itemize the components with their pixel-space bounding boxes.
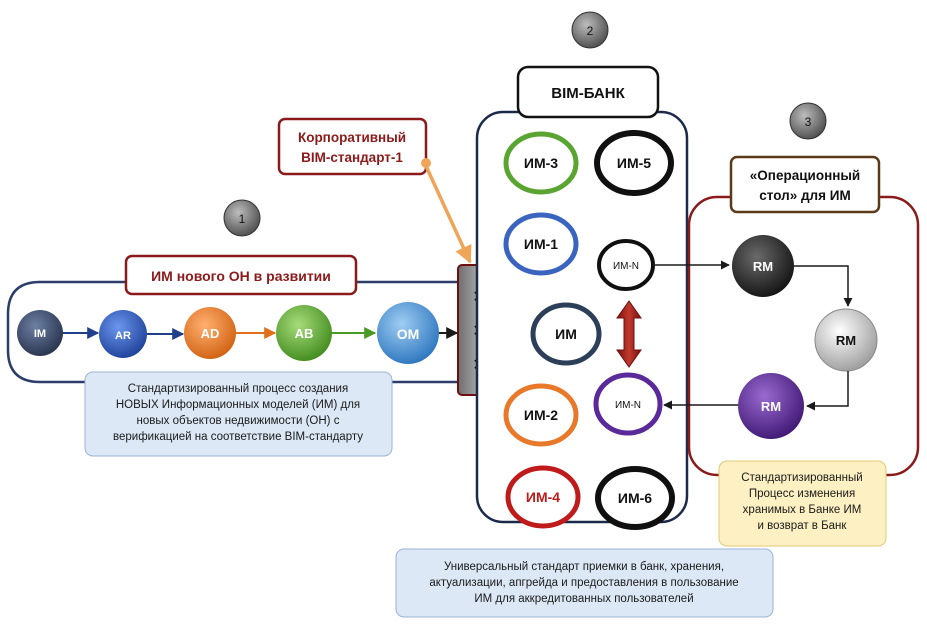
rm-arrow-2 xyxy=(806,371,849,411)
corporate-standard-arrow xyxy=(424,165,472,264)
model-ring-im4 xyxy=(505,465,581,529)
model-ring-im6-label: ИМ-6 xyxy=(618,490,652,506)
process-caption-line-3: новых объектов недвижимости (ОН) с xyxy=(137,415,340,427)
badge-2-label: 2 xyxy=(587,24,594,38)
operational-desk-frame xyxy=(687,195,920,477)
process-node-ar xyxy=(99,310,147,358)
process-caption-line-1: Стандартизированный процесс создания xyxy=(128,383,348,395)
badge-1 xyxy=(223,199,261,237)
bank-double-arrow xyxy=(616,300,642,368)
desk-caption-line-1: Стандартизированный xyxy=(741,472,862,484)
badge-3-label: 3 xyxy=(805,115,812,129)
rm-node-dark-label: RM xyxy=(753,259,773,274)
model-ring-im1 xyxy=(503,212,579,276)
process-title: ИМ нового ОН в развитии xyxy=(151,268,331,284)
model-ring-im6 xyxy=(595,466,675,530)
rm-arrow-1 xyxy=(794,265,853,307)
bim-bank-title: BIM-БАНК xyxy=(551,85,625,102)
desk-caption-line-4: и возврат в Банк xyxy=(758,520,848,532)
bank-caption-box xyxy=(395,548,774,618)
desk-caption-line-3: хранимых в Банке ИМ xyxy=(743,504,862,516)
model-ring-im3-label: ИМ-3 xyxy=(524,155,558,171)
process-node-ad xyxy=(184,307,236,359)
rm-node-dark xyxy=(732,235,794,297)
badge-1-label: 1 xyxy=(239,212,246,226)
process-caption-line-4: верификацией на соответствие BIM-стандар… xyxy=(113,431,363,443)
rm-node-purple-label: RM xyxy=(761,399,781,414)
model-ring-im3 xyxy=(503,131,579,195)
model-ring-im xyxy=(530,302,602,366)
rm-node-silver-label: RM xyxy=(836,333,856,348)
badge-2 xyxy=(571,11,609,49)
process-caption-line-2: НОВЫХ Информационных моделей (ИМ) для xyxy=(116,399,360,411)
process-node-im-label: IM xyxy=(34,328,46,340)
corporate-standard-dot xyxy=(421,158,431,168)
operational-desk-title-line-2: стол» для ИМ xyxy=(759,188,850,203)
model-ring-im2-label: ИМ-2 xyxy=(524,407,558,423)
model-ring-im-label: ИМ xyxy=(555,326,577,342)
rm-node-silver xyxy=(814,308,878,372)
corporate-standard-box xyxy=(277,117,428,176)
corporate-standard-line-2: BIM-стандарт-1 xyxy=(301,150,403,165)
model-ring-im2 xyxy=(503,383,579,447)
operational-desk-title-box xyxy=(729,155,881,214)
process-node-ab-label: AB xyxy=(295,326,314,341)
bank-caption-line-1: Универсальный стандарт приемки в банк, х… xyxy=(444,561,724,573)
badge-3 xyxy=(789,102,827,140)
model-ring-im4-label: ИМ-4 xyxy=(526,489,560,505)
model-ring-im1-label: ИМ-1 xyxy=(524,236,558,252)
process-node-ad-label: AD xyxy=(201,326,220,341)
process-title-box xyxy=(124,254,358,296)
bank-caption-line-2: актуализации, апгрейда и предоставления … xyxy=(429,577,738,589)
model-ring-imn-bottom xyxy=(593,372,663,436)
process-node-om xyxy=(377,302,439,364)
model-ring-im5-label: ИМ-5 xyxy=(617,155,651,171)
bank-caption-line-3: ИМ для аккредитованных пользователей xyxy=(474,593,693,605)
model-ring-imn-top-label: ИМ-N xyxy=(613,261,639,272)
operational-desk-title-line-1: «Операционный xyxy=(750,168,860,183)
desk-caption-line-2: Процесс изменения xyxy=(749,488,855,500)
bim-bank-title-box xyxy=(516,65,660,119)
model-ring-imn-bottom-label: ИМ-N xyxy=(615,400,641,411)
corporate-standard-line-1: Корпоративный xyxy=(298,130,406,145)
process-node-om-label: OM xyxy=(397,326,420,342)
rm-node-purple xyxy=(738,373,804,439)
process-caption-box xyxy=(84,371,393,457)
process-node-ar-label: AR xyxy=(115,330,131,342)
process-node-im xyxy=(17,310,63,356)
desk-caption-box xyxy=(718,460,887,547)
model-ring-im5 xyxy=(594,130,674,196)
process-node-ab xyxy=(276,305,332,361)
